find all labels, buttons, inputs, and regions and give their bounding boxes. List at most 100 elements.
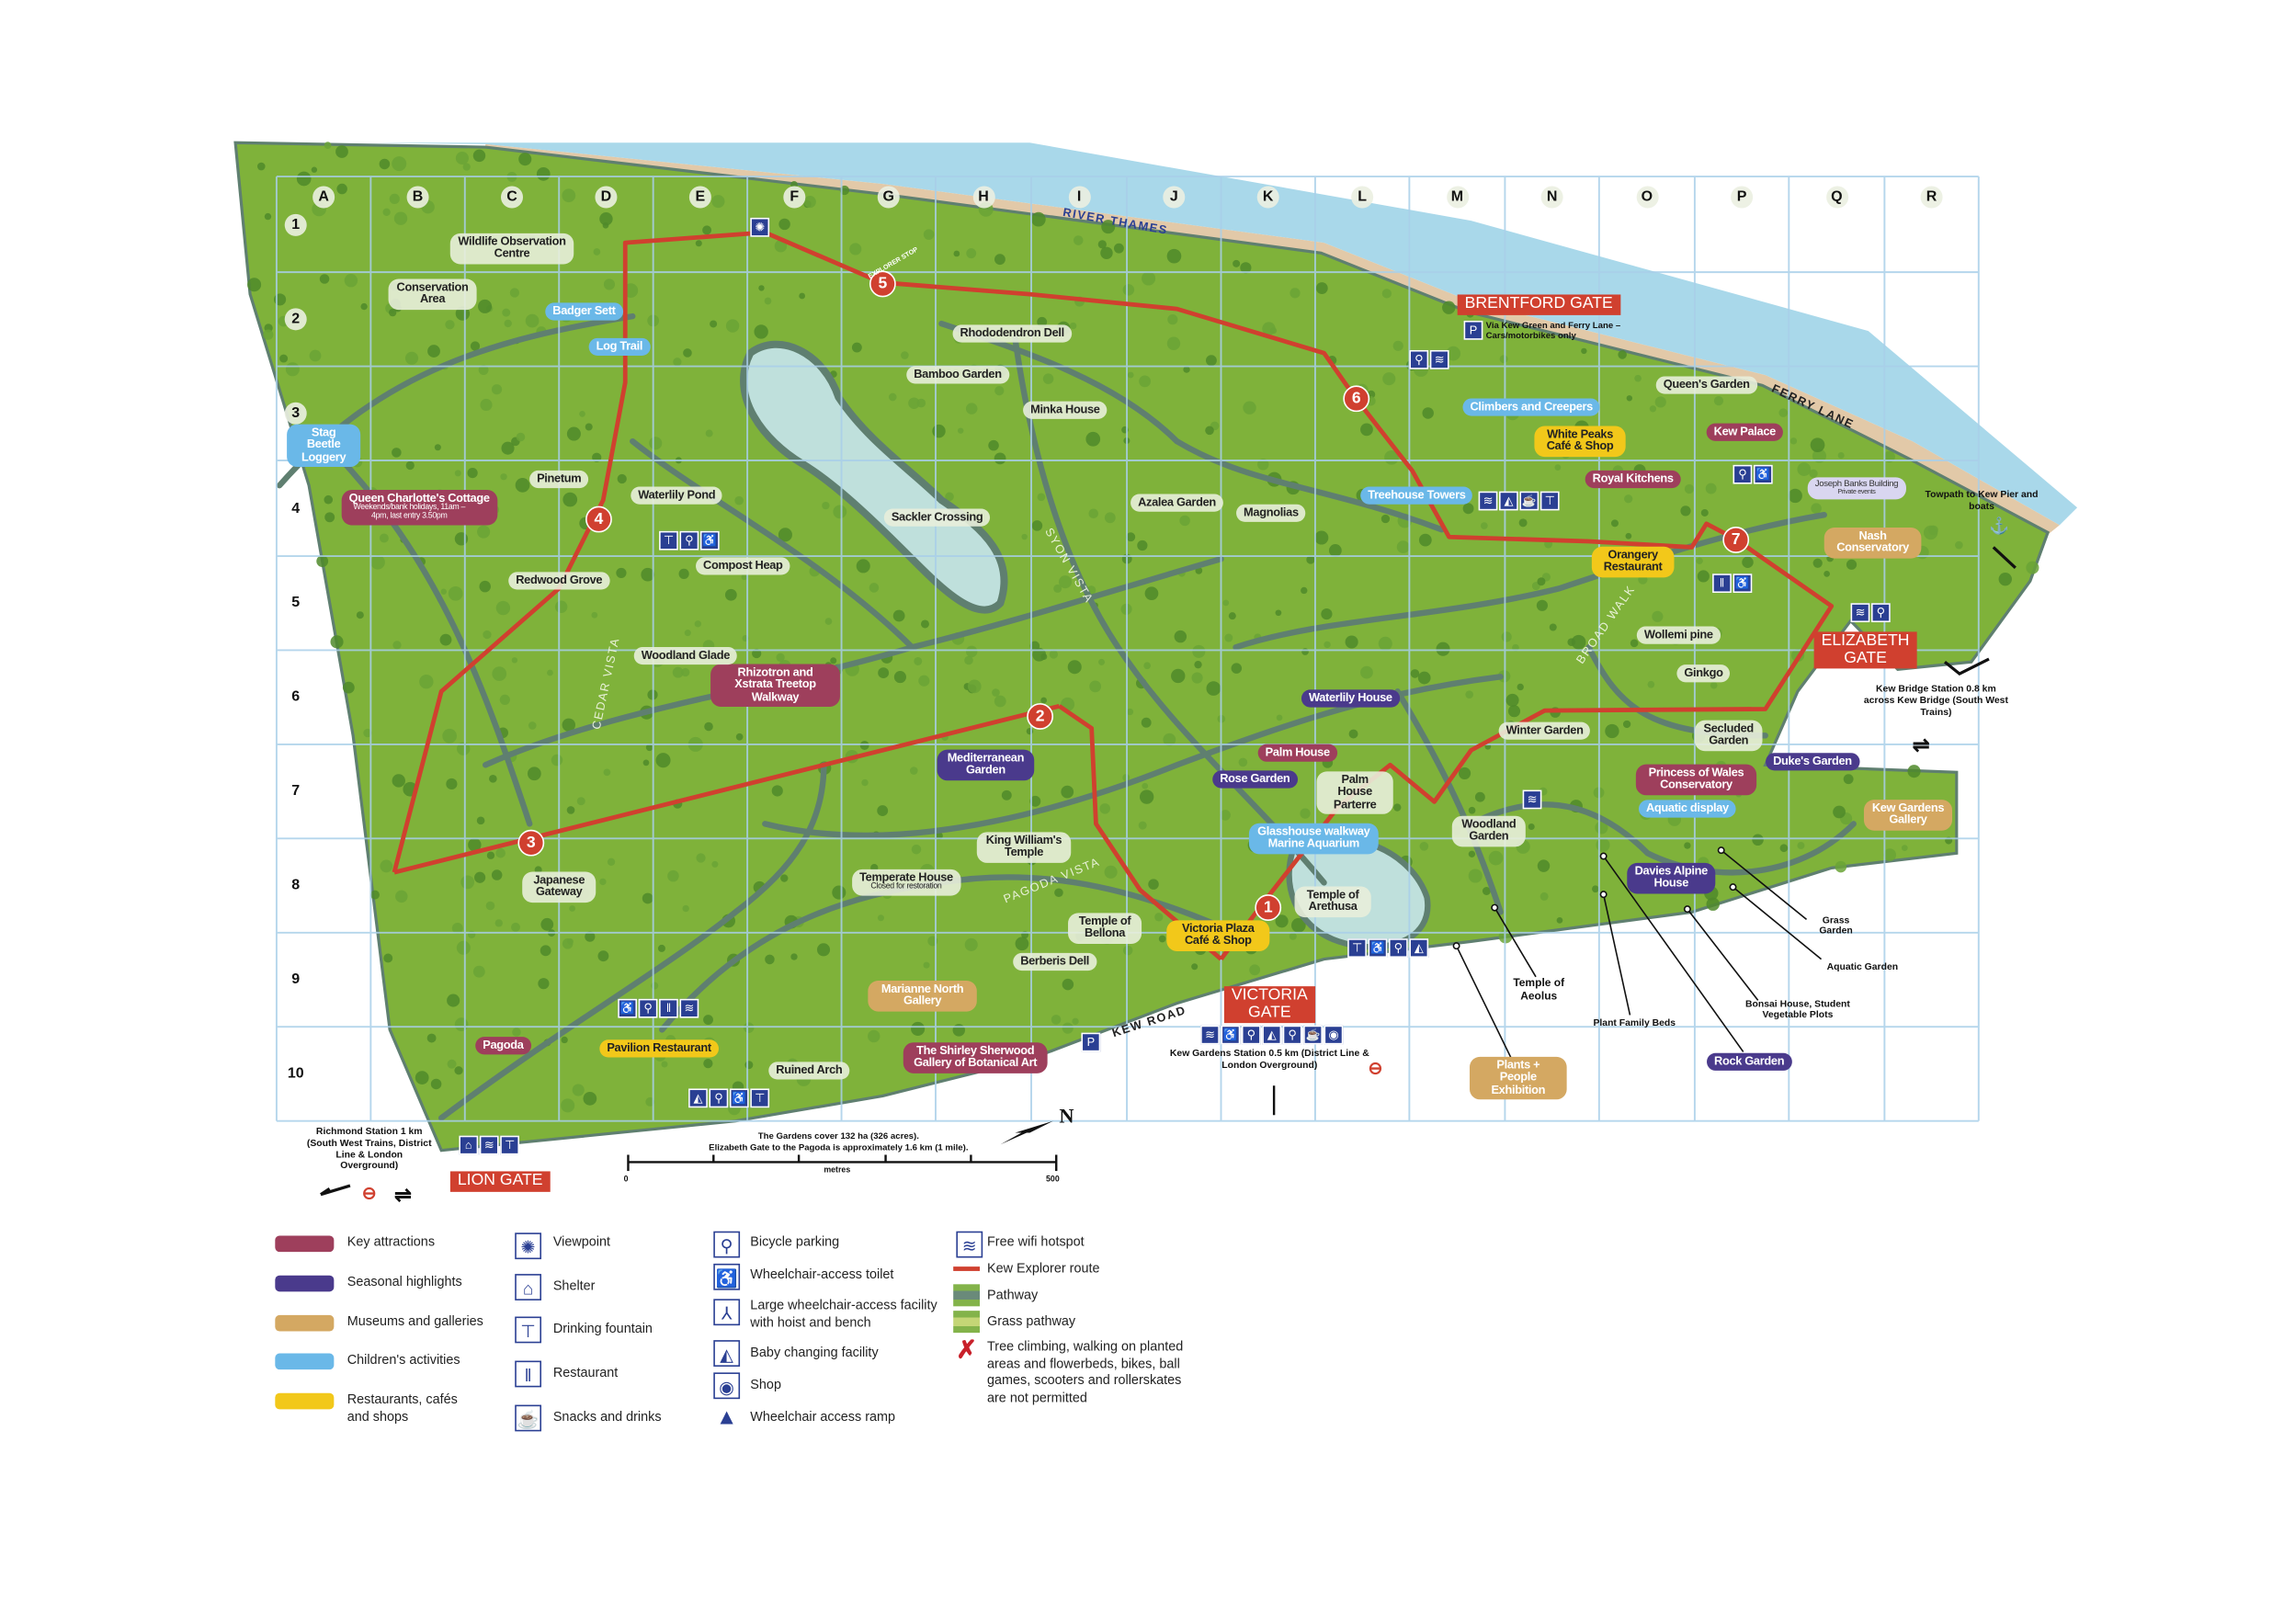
kew-gardens-gallery[interactable]: Kew Gardens Gallery bbox=[1863, 800, 1952, 831]
tree bbox=[914, 656, 923, 665]
woodland-garden[interactable]: Woodland Garden bbox=[1451, 815, 1526, 846]
wheelchair-ramp-icon: ▲ bbox=[713, 1404, 741, 1432]
waterlily-pond[interactable]: Waterlily Pond bbox=[631, 486, 723, 505]
conservation-area[interactable]: Conservation Area bbox=[388, 278, 477, 310]
temple-of-arethusa[interactable]: Temple of Arethusa bbox=[1294, 886, 1371, 917]
tree bbox=[538, 978, 550, 990]
tree bbox=[1647, 680, 1655, 688]
kew-palace[interactable]: Kew Palace bbox=[1706, 423, 1783, 442]
berberis-dell[interactable]: Berberis Dell bbox=[1013, 952, 1097, 971]
explorer-stop-1[interactable]: 1 bbox=[1255, 894, 1282, 921]
snacks-icon: ☕ bbox=[515, 1404, 542, 1432]
white-peaks-cafe[interactable]: White Peaks Café & Shop bbox=[1534, 426, 1626, 457]
royal-kitchens[interactable]: Royal Kitchens bbox=[1585, 470, 1681, 489]
temple-of-bellona[interactable]: Temple of Bellona bbox=[1068, 913, 1142, 944]
explorer-stop-7[interactable]: 7 bbox=[1722, 527, 1750, 553]
glasshouse-walkway-marine-aquarium[interactable]: Glasshouse walkway Marine Aquarium bbox=[1248, 823, 1379, 854]
log-trail[interactable]: Log Trail bbox=[588, 337, 651, 357]
winter-garden[interactable]: Winter Garden bbox=[1498, 721, 1591, 741]
kew-gardens-station-note: Kew Gardens Station 0.5 km (District Lin… bbox=[1169, 1049, 1369, 1071]
tree bbox=[511, 657, 518, 664]
azalea-garden[interactable]: Azalea Garden bbox=[1130, 494, 1223, 513]
rhododendron-dell[interactable]: Rhododendron Dell bbox=[952, 324, 1072, 344]
tree bbox=[1488, 850, 1504, 866]
explorer-stop-4[interactable]: 4 bbox=[585, 505, 612, 533]
aquatic-display[interactable]: Aquatic display bbox=[1638, 800, 1736, 819]
shirley-sherwood-gallery[interactable]: The Shirley Sherwood Gallery of Botanica… bbox=[903, 1042, 1048, 1073]
ruined-arch[interactable]: Ruined Arch bbox=[768, 1062, 850, 1081]
victoria-plaza-cafe[interactable]: Victoria Plaza Café & Shop bbox=[1166, 920, 1270, 951]
temple-of-aeolus[interactable]: Temple of Aeolus bbox=[1513, 975, 1565, 1003]
redwood-grove[interactable]: Redwood Grove bbox=[508, 572, 610, 591]
davies-alpine-house[interactable]: Davies Alpine House bbox=[1627, 862, 1716, 894]
sackler-crossing[interactable]: Sackler Crossing bbox=[883, 508, 991, 528]
stag-beetle-loggery[interactable]: Stag Beetle Loggery bbox=[287, 424, 361, 468]
tree bbox=[966, 248, 977, 259]
marianne-north-gallery[interactable]: Marianne North Gallery bbox=[868, 980, 977, 1012]
compost-heap[interactable]: Compost Heap bbox=[696, 557, 790, 576]
rock-garden[interactable]: Rock Garden bbox=[1707, 1052, 1792, 1072]
tree bbox=[392, 774, 405, 788]
tree bbox=[1139, 375, 1151, 388]
brentford-gate[interactable]: BRENTFORD GATE bbox=[1457, 294, 1620, 315]
japanese-gateway[interactable]: Japanese Gateway bbox=[522, 871, 596, 903]
pinetum[interactable]: Pinetum bbox=[529, 470, 589, 489]
climbers-and-creepers[interactable]: Climbers and Creepers bbox=[1462, 398, 1600, 417]
plants-people-exhibition[interactable]: Plants + People Exhibition bbox=[1469, 1056, 1567, 1100]
tree bbox=[1700, 508, 1709, 517]
tree bbox=[454, 532, 469, 546]
mediterranean-garden[interactable]: Mediterranean Garden bbox=[937, 749, 1035, 780]
lion-gate[interactable]: LION GATE bbox=[449, 1171, 551, 1192]
tree bbox=[1499, 355, 1508, 364]
tree bbox=[451, 923, 463, 934]
rhizotron-treetop-walkway[interactable]: Rhizotron and Xstrata Treetop Walkway bbox=[710, 664, 840, 708]
king-williams-temple[interactable]: King William's Temple bbox=[976, 832, 1072, 863]
grass-garden[interactable]: Grass Garden bbox=[1819, 915, 1853, 937]
explorer-stop-3[interactable]: 3 bbox=[517, 829, 545, 857]
tree bbox=[830, 657, 837, 664]
badger-sett[interactable]: Badger Sett bbox=[545, 302, 623, 322]
treehouse-towers[interactable]: Treehouse Towers bbox=[1360, 486, 1473, 505]
waterlily-house[interactable]: Waterlily House bbox=[1301, 689, 1400, 709]
tree bbox=[684, 630, 691, 637]
secluded-garden[interactable]: Secluded Garden bbox=[1694, 720, 1763, 751]
aquatic-garden[interactable]: Aquatic Garden bbox=[1826, 962, 1899, 973]
orangery-restaurant[interactable]: Orangery Restaurant bbox=[1591, 546, 1675, 578]
legend-ramp: Wheelchair access ramp bbox=[750, 1409, 896, 1425]
tree bbox=[316, 555, 329, 568]
explorer-stop-6[interactable]: 6 bbox=[1343, 385, 1370, 413]
nash-conservatory[interactable]: Nash Conservatory bbox=[1824, 527, 1922, 559]
rose-garden[interactable]: Rose Garden bbox=[1212, 770, 1298, 789]
queens-garden[interactable]: Queen's Garden bbox=[1655, 376, 1757, 395]
princess-of-wales-conservatory[interactable]: Princess of Wales Conservatory bbox=[1635, 764, 1757, 795]
tree bbox=[790, 953, 798, 960]
restaurant-icon: ‖ bbox=[1712, 574, 1732, 594]
bonsai-house[interactable]: Bonsai House, Student Vegetable Plots bbox=[1744, 999, 1850, 1021]
plant-family-beds[interactable]: Plant Family Beds bbox=[1593, 1018, 1676, 1029]
drinking-fountain-icon: ⊤ bbox=[1347, 938, 1367, 958]
wollemi-pine[interactable]: Wollemi pine bbox=[1636, 626, 1721, 645]
pagoda[interactable]: Pagoda bbox=[475, 1037, 531, 1055]
pavilion-restaurant[interactable]: Pavilion Restaurant bbox=[599, 1039, 719, 1059]
bamboo-garden[interactable]: Bamboo Garden bbox=[906, 366, 1009, 385]
explorer-stop-5[interactable]: 5 bbox=[869, 270, 896, 298]
tree bbox=[1104, 512, 1116, 524]
tree bbox=[964, 655, 973, 665]
tree bbox=[1360, 665, 1373, 679]
tree bbox=[1243, 401, 1256, 415]
ginkgo[interactable]: Ginkgo bbox=[1676, 664, 1731, 683]
magnolias[interactable]: Magnolias bbox=[1236, 504, 1306, 523]
wildlife-observation-centre[interactable]: Wildlife Observation Centre bbox=[449, 233, 574, 265]
minka-house[interactable]: Minka House bbox=[1023, 401, 1108, 420]
explorer-stop-2[interactable]: 2 bbox=[1027, 703, 1054, 730]
palm-house[interactable]: Palm House bbox=[1257, 744, 1337, 763]
dukes-garden[interactable]: Duke's Garden bbox=[1766, 753, 1859, 772]
drinking-fountain-icon: ⊤ bbox=[659, 530, 678, 551]
palm-house-parterre[interactable]: Palm House Parterre bbox=[1316, 771, 1393, 815]
woodland-glade[interactable]: Woodland Glade bbox=[633, 646, 738, 665]
